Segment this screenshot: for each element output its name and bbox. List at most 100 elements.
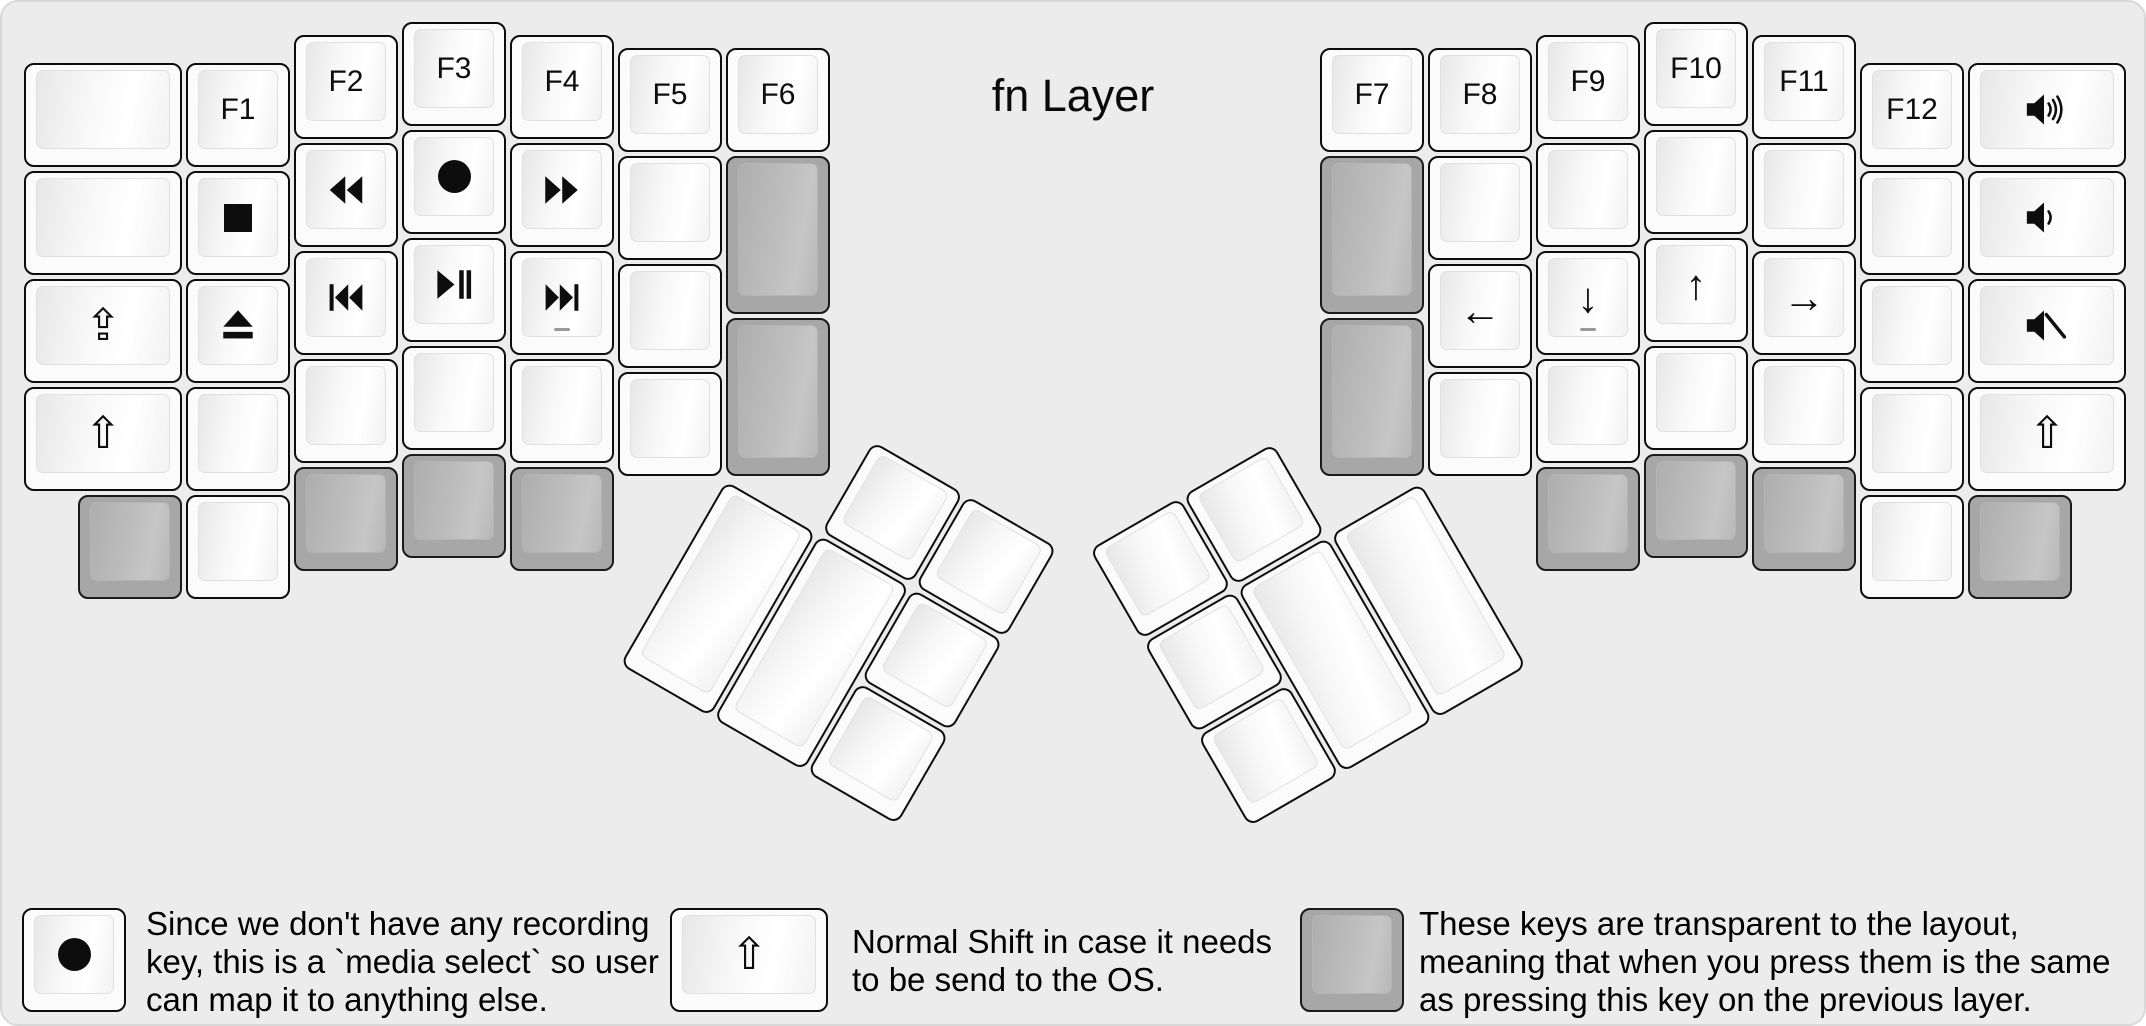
- keycap-surface: [36, 70, 170, 149]
- key-rewind: [294, 143, 398, 247]
- key-blank: [1752, 359, 1856, 463]
- keycap-surface: [840, 453, 950, 562]
- keycap-surface: [1548, 150, 1628, 229]
- key-transparent: [1320, 318, 1424, 476]
- keycap-surface: [1196, 455, 1306, 564]
- key-blank: [1644, 130, 1748, 234]
- record-icon: [57, 938, 91, 971]
- key-label: F10: [1670, 51, 1722, 85]
- key-stop: [186, 171, 290, 275]
- key-label: F2: [328, 64, 364, 98]
- key-play-pause: [402, 238, 506, 342]
- keycap-surface: F11: [1764, 42, 1844, 121]
- key-blank: [618, 264, 722, 368]
- key-label: ⇪: [84, 300, 122, 350]
- key-blank: [294, 359, 398, 463]
- next-icon: [542, 282, 582, 313]
- rewind-icon: [327, 175, 365, 205]
- key-blank: [402, 346, 506, 450]
- keycap-surface: [1764, 150, 1844, 229]
- keycap-surface: [90, 502, 170, 581]
- keycap-surface: [1656, 461, 1736, 540]
- key-blank: [1860, 387, 1964, 491]
- keycap-surface: F1: [198, 70, 278, 149]
- keycap-surface: [306, 150, 386, 229]
- keycap-surface: [36, 178, 170, 257]
- key-blank: [1536, 143, 1640, 247]
- front-legend-dash: [1580, 328, 1596, 331]
- keycap-surface: [198, 394, 278, 473]
- keycap-surface: [306, 258, 386, 337]
- key-mute: [1968, 279, 2126, 383]
- key-caps-lock: ⇪: [24, 279, 182, 383]
- layer-title: fn Layer: [991, 70, 1155, 121]
- keycap-surface: [522, 474, 602, 553]
- keycap-surface: [1872, 394, 1952, 473]
- key-f1: F1: [186, 63, 290, 167]
- keycap-surface: F6: [738, 55, 818, 134]
- key-label: F3: [436, 51, 472, 85]
- keycap-surface: [1548, 366, 1628, 445]
- prev-icon: [326, 282, 366, 313]
- key-label: F9: [1570, 64, 1606, 98]
- keycap-surface: [1980, 178, 2114, 257]
- voldown-icon: [2025, 200, 2069, 235]
- keycap-surface: [414, 137, 494, 216]
- key-arrow-left: ←: [1428, 264, 1532, 368]
- key-arrow-right: →: [1752, 251, 1856, 355]
- key-transparent: [726, 318, 830, 476]
- key-prev-track: [294, 251, 398, 355]
- keycap-surface: ←: [1440, 271, 1520, 350]
- keycap-surface: [1440, 379, 1520, 458]
- key-blank: [1860, 279, 1964, 383]
- key-blank: [618, 156, 722, 260]
- key-next-track: [510, 251, 614, 355]
- key-label: ⇧: [730, 929, 768, 979]
- key-blank: [1428, 156, 1532, 260]
- keycap-surface: ↑: [1656, 245, 1736, 324]
- keycap-surface: ↓: [1548, 258, 1628, 337]
- record-icon: [437, 160, 471, 193]
- mute-icon: [2025, 308, 2069, 343]
- key-blank: [1428, 372, 1532, 476]
- keycap-surface: [1656, 353, 1736, 432]
- keycap-surface: [1332, 163, 1412, 296]
- key-f9: F9: [1536, 35, 1640, 139]
- key-blank: [618, 372, 722, 476]
- keycap-surface: [522, 366, 602, 445]
- key-shift-right: ⇧: [1968, 387, 2126, 491]
- key-blank: [24, 63, 182, 167]
- keycap-surface: [630, 379, 710, 458]
- key-f5: F5: [618, 48, 722, 152]
- keycap-surface: [306, 474, 386, 553]
- keycap-surface: [414, 461, 494, 540]
- key-f2: F2: [294, 35, 398, 139]
- key-record: [402, 130, 506, 234]
- key-label: F12: [1886, 92, 1938, 126]
- key-label: F8: [1462, 77, 1498, 111]
- key-f8: F8: [1428, 48, 1532, 152]
- key-label: F7: [1354, 77, 1390, 111]
- keycap-surface: F12: [1872, 70, 1952, 149]
- keycap-surface: [1103, 509, 1213, 618]
- key-arrow-up: ↑: [1644, 238, 1748, 342]
- key-transparent: [510, 467, 614, 571]
- legend-text-normal-shift: Normal Shift in case it needs to be send…: [852, 923, 1273, 998]
- eject-icon: [220, 309, 256, 342]
- volup-icon: [2025, 92, 2069, 127]
- keycap-surface: F10: [1656, 29, 1736, 108]
- key-transparent: [78, 495, 182, 599]
- keycap-surface: [934, 507, 1044, 616]
- keycap-surface: F3: [414, 29, 494, 108]
- key-arrow-down: ↓: [1536, 251, 1640, 355]
- legend-key-record: [22, 908, 126, 1012]
- stop-icon: [224, 203, 252, 232]
- key-transparent: [1752, 467, 1856, 571]
- key-blank: [510, 359, 614, 463]
- key-label: F6: [760, 77, 796, 111]
- key-blank: [1752, 143, 1856, 247]
- keycap-surface: F9: [1548, 42, 1628, 121]
- key-transparent: [402, 454, 506, 558]
- key-blank: [186, 495, 290, 599]
- key-label: ⇧: [84, 408, 122, 458]
